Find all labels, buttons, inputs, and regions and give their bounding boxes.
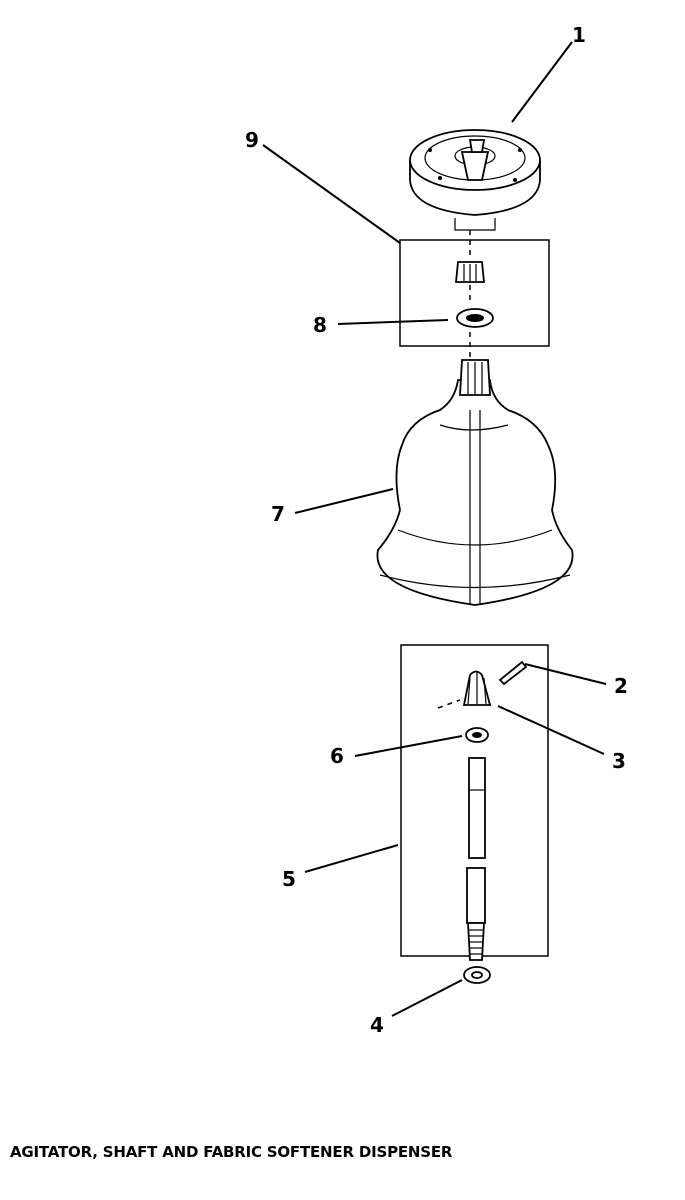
seal-icon	[456, 308, 494, 358]
callout-6: 6	[330, 744, 344, 768]
washer-ring-icon	[463, 966, 491, 984]
callout-labels: 1 2 3 4 5 6 7 8 9	[245, 23, 628, 1037]
shaft-kit-icon	[400, 644, 549, 961]
fabric-softener-dispenser-icon	[409, 129, 541, 231]
seal-ring-icon	[465, 727, 489, 743]
leader-lines	[262, 41, 607, 1017]
agitator-icon	[376, 359, 574, 606]
drive-bell-icon	[437, 670, 492, 709]
callout-8: 8	[313, 313, 327, 337]
callout-3: 3	[612, 749, 626, 773]
callout-7: 7	[271, 502, 285, 526]
callout-9: 9	[245, 128, 259, 152]
coupling-kit-icon	[399, 230, 550, 347]
callout-2: 2	[614, 674, 628, 698]
diagram-title: AGITATOR, SHAFT AND FABRIC SOFTENER DISP…	[10, 1143, 453, 1161]
pin-icon	[498, 660, 528, 686]
callout-5: 5	[282, 867, 296, 891]
callout-4: 4	[370, 1013, 384, 1037]
callout-1: 1	[572, 23, 586, 47]
